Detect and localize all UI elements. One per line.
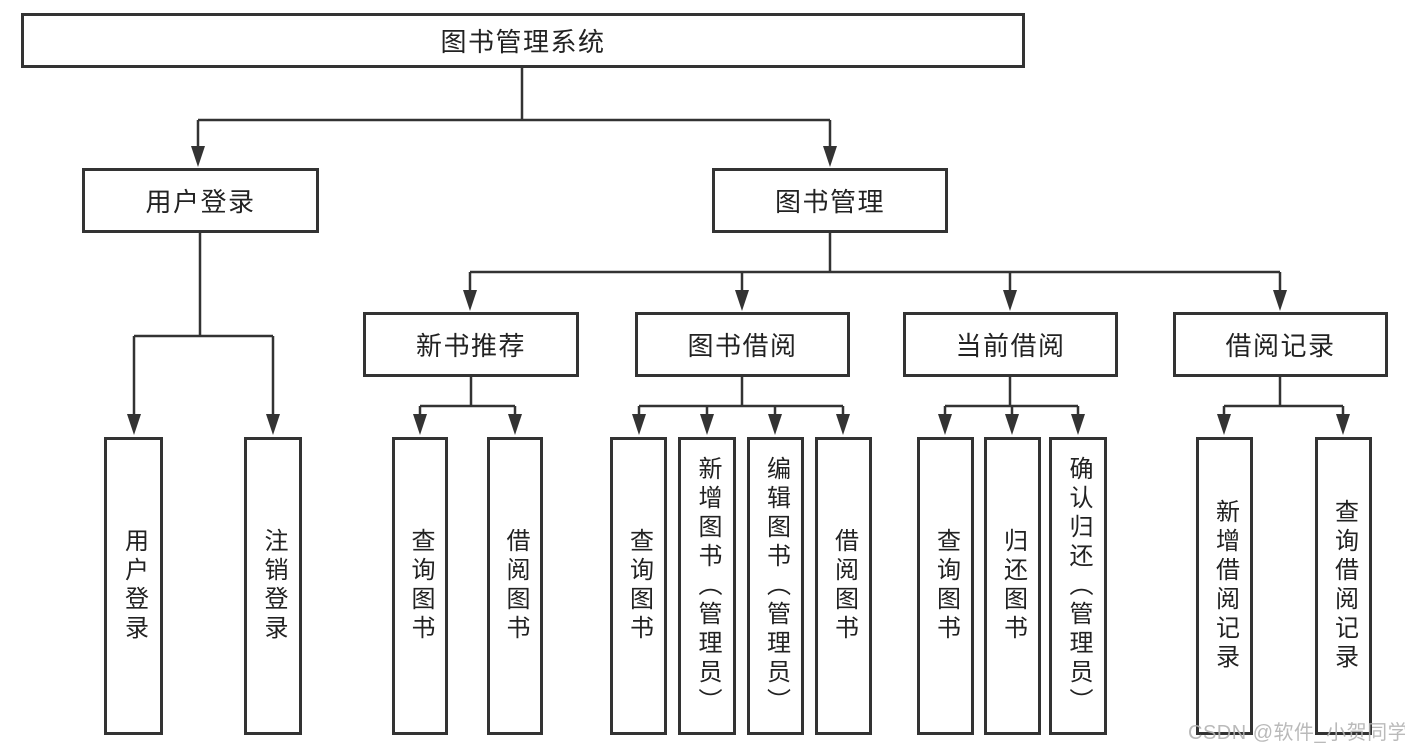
node-book-borrow-label: 图书借阅	[687, 331, 798, 361]
node-new-book-recommend: 新书推荐	[363, 312, 579, 377]
node-current-borrow: 当前借阅	[903, 312, 1118, 377]
leaf-add-borrow-record-label: 新增借阅记录	[1211, 499, 1239, 673]
node-user-login-label: 用户登录	[145, 187, 256, 217]
leaf-query-book-current: 查询图书	[917, 437, 974, 735]
leaf-add-borrow-record: 新增借阅记录	[1196, 437, 1253, 735]
leaf-edit-book-admin: 编辑图书（管理员）	[747, 437, 804, 735]
leaf-return-book: 归还图书	[984, 437, 1041, 735]
leaf-query-borrow-record-label: 查询借阅记录	[1330, 499, 1358, 673]
leaf-confirm-return-admin: 确认归还（管理员）	[1049, 437, 1107, 735]
leaf-query-borrow-record: 查询借阅记录	[1315, 437, 1372, 735]
leaf-user-login: 用户登录	[104, 437, 163, 735]
node-root: 图书管理系统	[21, 13, 1025, 68]
node-borrow-record: 借阅记录	[1173, 312, 1388, 377]
leaf-query-book-recommend: 查询图书	[392, 437, 448, 735]
node-new-book-recommend-label: 新书推荐	[415, 331, 526, 361]
node-current-borrow-label: 当前借阅	[955, 331, 1066, 361]
arrowhead-icons	[127, 146, 1350, 435]
leaf-borrow-book-borrow: 借阅图书	[815, 437, 872, 735]
leaf-logout: 注销登录	[244, 437, 302, 735]
leaf-query-book-recommend-label: 查询图书	[407, 528, 434, 644]
node-user-login: 用户登录	[82, 168, 319, 233]
leaf-confirm-return-admin-label: 确认归还（管理员）	[1065, 455, 1092, 717]
node-borrow-record-label: 借阅记录	[1225, 331, 1336, 361]
leaf-query-book-borrow: 查询图书	[610, 437, 667, 735]
csdn-watermark: CSDN @软件_小贺同学	[1188, 722, 1405, 744]
leaf-logout-label: 注销登录	[260, 528, 287, 644]
leaf-edit-book-admin-label: 编辑图书（管理员）	[762, 455, 790, 717]
leaf-borrow-book-recommend: 借阅图书	[487, 437, 543, 735]
leaf-borrow-book-recommend-label: 借阅图书	[502, 528, 529, 644]
leaf-user-login-label: 用户登录	[120, 528, 148, 644]
leaf-query-book-current-label: 查询图书	[932, 528, 960, 644]
leaf-add-book-admin: 新增图书（管理员）	[678, 437, 736, 735]
node-book-management: 图书管理	[712, 168, 948, 233]
leaf-borrow-book-borrow-label: 借阅图书	[830, 528, 858, 644]
leaf-return-book-label: 归还图书	[999, 528, 1027, 644]
leaf-add-book-admin-label: 新增图书（管理员）	[694, 455, 721, 717]
node-root-label: 图书管理系统	[440, 27, 606, 57]
node-book-borrow: 图书借阅	[635, 312, 850, 377]
leaf-query-book-borrow-label: 查询图书	[625, 528, 653, 644]
node-book-management-label: 图书管理	[774, 187, 885, 217]
